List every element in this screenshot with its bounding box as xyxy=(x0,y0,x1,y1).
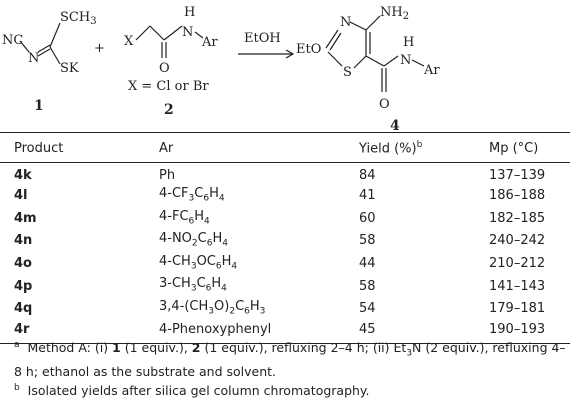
aryl-label: Ar xyxy=(201,35,218,50)
cell-yield: 54 xyxy=(359,301,376,317)
cell-product: 4m xyxy=(14,210,37,226)
cell-yield: 84 xyxy=(359,168,376,183)
cell-ar: 4-FC6H4 xyxy=(159,208,210,227)
cell-mp: 190–193 xyxy=(489,321,546,337)
compound-2-number: 2 xyxy=(164,102,174,118)
aryl-label: Ar xyxy=(423,63,440,78)
header-yield: Yield (%)b xyxy=(359,139,423,157)
cell-ar: 4-CF3C6H4 xyxy=(159,186,225,204)
sch3-label: SCH3 xyxy=(60,10,97,27)
ring-s-label: S xyxy=(343,65,352,80)
cell-ar: 4-CH3OC6H4 xyxy=(159,253,238,272)
reaction-scheme: NC N SCH3 SK 1 + X O H N Ar X = Cl or Br… xyxy=(2,5,440,130)
table-row: 4k Ph 84 137–139 xyxy=(0,163,570,186)
cell-mp: 141–143 xyxy=(489,278,546,294)
amino-label: NH2 xyxy=(380,5,409,22)
cell-product: 4p xyxy=(14,278,33,294)
header-mp: Mp (°C) xyxy=(489,140,539,156)
ring-n-label: N xyxy=(340,15,351,30)
data-table: Product Ar Yield (%)b Mp (°C) 4k Ph 84 137–… xyxy=(0,132,570,344)
cell-yield: 41 xyxy=(359,188,376,204)
cell-product: 4k xyxy=(14,168,32,183)
header-ar: Ar xyxy=(159,140,174,156)
cell-mp: 186–188 xyxy=(489,188,546,204)
cyano-label: NC xyxy=(2,33,23,48)
table-row: 4q 3,4-(CH3O)2C6H3 54 179–181 xyxy=(0,298,570,321)
cell-ar: 4-NO2C6H4 xyxy=(159,231,228,249)
amide-n-label: N xyxy=(400,53,411,68)
halogen-note: X = Cl or Br xyxy=(128,79,209,94)
cell-ar: 3,4-(CH3O)2C6H3 xyxy=(159,298,266,317)
table-body: 4k Ph 84 137–139 4l 4-CF3C6H4 41 186–188 4m 4-F… xyxy=(0,163,570,344)
footnote-a-text: Method A: (i) 1 (1 equiv.), 2 (1 equiv.)… xyxy=(14,340,566,379)
cell-mp: 137–139 xyxy=(489,168,546,183)
footnote-b-text: Isolated yields after silica gel column … xyxy=(27,382,370,398)
carbonyl-o-label: O xyxy=(379,97,390,112)
cell-ar: 3-CH3C6H4 xyxy=(159,276,227,294)
table-header: Product Ar Yield (%)b Mp (°C) xyxy=(0,132,570,163)
cell-ar: 4-Phenoxyphenyl xyxy=(159,321,272,337)
reagent-label: EtOH xyxy=(244,31,281,46)
compound-4-number: 4 xyxy=(390,118,400,130)
table-row: 4r 4-Phenoxyphenyl 45 190–193 xyxy=(0,321,570,344)
cell-yield: 58 xyxy=(359,278,376,294)
cell-product: 4l xyxy=(14,188,28,204)
footnote-b: b Isolated yields after silica gel colum… xyxy=(14,382,370,398)
table-footnotes: a Method A: (i) 1 (1 equiv.), 2 (1 equiv… xyxy=(0,337,570,399)
amide-h-label: H xyxy=(184,5,195,20)
compound-4-structure: N NH2 EtO S O H N Ar 4 xyxy=(296,5,440,130)
cell-mp: 179–181 xyxy=(489,301,546,317)
table-row: 4n 4-NO2C6H4 58 240–242 xyxy=(0,230,570,253)
footnote-a: a Method A: (i) 1 (1 equiv.), 2 (1 equiv… xyxy=(14,340,566,379)
compound-1-number: 1 xyxy=(34,98,44,114)
cell-product: 4n xyxy=(14,233,33,249)
cell-yield: 44 xyxy=(359,256,376,272)
cell-mp: 210–212 xyxy=(489,256,546,272)
cell-ar: Ph xyxy=(159,168,176,183)
cell-yield: 45 xyxy=(359,321,376,337)
cell-product: 4o xyxy=(14,256,32,272)
cell-yield: 60 xyxy=(359,210,376,226)
halogen-x-label: X xyxy=(124,34,134,49)
table-row: 4o 4-CH3OC6H4 44 210–212 xyxy=(0,253,570,276)
ethoxy-label: EtO xyxy=(296,42,321,57)
compound-1-structure: NC N SCH3 SK 1 xyxy=(2,10,97,114)
cell-product: 4q xyxy=(14,301,33,317)
data-table-container: Product Ar Yield (%)b Mp (°C) 4k Ph 84 137–… xyxy=(0,132,570,344)
table-row: 4l 4-CF3C6H4 41 186–188 xyxy=(0,185,570,208)
imine-n-label: N xyxy=(28,51,39,66)
sk-label: SK xyxy=(60,61,79,76)
carbonyl-o-label: O xyxy=(159,61,170,76)
amide-n-label: N xyxy=(182,25,193,40)
cell-mp: 182–185 xyxy=(489,210,546,226)
reaction-arrow: EtOH xyxy=(238,31,295,59)
compound-2-structure: X O H N Ar X = Cl or Br 2 xyxy=(124,5,218,118)
cell-product: 4r xyxy=(14,321,30,337)
cell-mp: 240–242 xyxy=(489,233,546,249)
table-row: 4m 4-FC6H4 60 182–185 xyxy=(0,208,570,231)
header-product: Product xyxy=(14,140,64,156)
table-row: 4p 3-CH3C6H4 58 141–143 xyxy=(0,275,570,298)
cell-yield: 58 xyxy=(359,233,376,249)
plus-sign: + xyxy=(94,41,105,56)
amide-h-label: H xyxy=(403,35,414,50)
